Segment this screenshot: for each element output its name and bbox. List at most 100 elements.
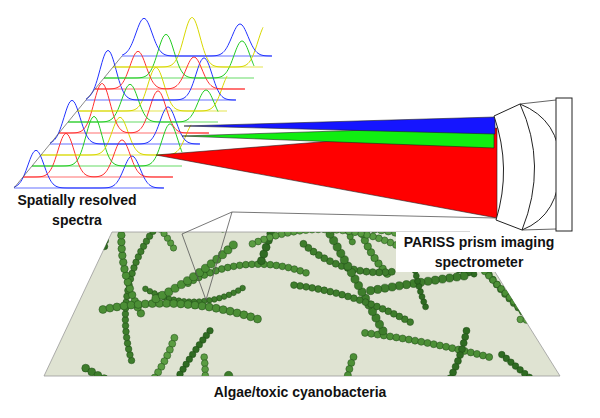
cell-bead <box>426 406 433 413</box>
cell-bead <box>529 317 536 324</box>
cell-bead <box>36 250 44 258</box>
cell-bead <box>242 261 249 268</box>
cell-bead <box>100 375 108 383</box>
cell-bead <box>565 323 572 330</box>
cell-bead <box>333 202 339 208</box>
cell-bead <box>128 178 136 186</box>
sample-label: Algae/toxic cyanobacteria <box>150 382 450 402</box>
cell-bead <box>578 414 585 418</box>
cell-bead <box>143 134 150 141</box>
cell-bead <box>158 407 165 414</box>
cell-bead <box>224 371 232 379</box>
cell-bead <box>120 258 128 266</box>
cell-bead <box>362 329 369 336</box>
cell-bead <box>535 382 542 389</box>
light-wedges <box>156 117 497 218</box>
cell-bead <box>304 192 312 200</box>
cell-bead <box>199 403 206 410</box>
cell-bead <box>119 383 127 391</box>
cell-bead <box>127 352 134 359</box>
cell-bead <box>431 276 439 284</box>
cell-bead <box>357 267 364 274</box>
cell-bead <box>41 272 49 280</box>
cell-bead <box>122 322 129 329</box>
cell-bead <box>315 211 323 219</box>
cell-bead <box>191 301 199 309</box>
cell-bead <box>102 237 109 244</box>
cell-bead <box>226 307 234 315</box>
cell-bead <box>552 280 560 288</box>
cell-bead <box>113 303 121 311</box>
cell-bead <box>471 271 477 277</box>
cell-bead <box>271 216 279 224</box>
cell-bead <box>202 366 209 373</box>
cell-bead <box>519 308 526 315</box>
cell-bead <box>157 219 164 226</box>
cell-bead <box>532 195 540 203</box>
cell-bead <box>467 349 474 356</box>
cell-bead <box>122 272 130 280</box>
cell-bead <box>120 302 128 310</box>
spectrum-curve <box>95 51 245 89</box>
cell-bead <box>113 381 121 389</box>
cell-bead <box>37 258 45 266</box>
lens-arc <box>520 104 560 230</box>
housing-line <box>520 100 556 104</box>
cell-bead <box>249 261 256 268</box>
cell-bead <box>161 214 168 221</box>
cell-bead <box>327 288 334 295</box>
cell-bead <box>224 264 231 271</box>
cell-bead <box>279 263 286 270</box>
cell-bead <box>279 116 285 122</box>
cell-bead <box>322 224 330 232</box>
cell-bead <box>381 284 389 292</box>
cell-bead <box>211 297 217 303</box>
cell-bead <box>122 317 129 324</box>
spectrometer-symbol <box>494 98 572 231</box>
cell-bead <box>376 269 383 276</box>
detector-plate <box>556 98 572 231</box>
cell-bead <box>140 389 147 396</box>
cell-bead <box>554 396 561 403</box>
cell-bead <box>529 317 536 324</box>
cell-bead <box>176 195 182 201</box>
cell-bead <box>462 333 469 340</box>
cell-bead <box>588 329 595 336</box>
cell-bead <box>460 272 468 280</box>
cell-bead <box>199 210 205 216</box>
cell-bead <box>577 326 584 333</box>
cell-bead <box>198 409 205 416</box>
cell-bead <box>510 298 517 305</box>
view-line <box>232 212 496 218</box>
cell-bead <box>412 337 419 344</box>
cell-bead <box>594 331 600 338</box>
cell-bead <box>123 334 130 341</box>
view-line <box>182 234 206 300</box>
cell-bead <box>333 290 340 297</box>
cell-bead <box>413 273 419 279</box>
cell-bead <box>47 146 55 154</box>
cell-bead <box>184 301 192 309</box>
cell-bead <box>254 315 262 323</box>
cell-bead <box>393 220 399 226</box>
cell-bead <box>219 306 227 314</box>
cell-bead <box>34 243 42 251</box>
cell-bead <box>559 400 566 407</box>
cell-bead <box>368 330 375 337</box>
cell-bead <box>371 225 379 233</box>
cell-bead <box>418 338 425 345</box>
cell-bead <box>352 197 359 204</box>
cell-bead <box>216 223 222 229</box>
cell-bead <box>390 216 396 222</box>
cell-bead <box>396 224 402 230</box>
cell-bead <box>538 209 546 217</box>
cell-bead <box>161 230 167 236</box>
cell-bead <box>364 225 372 233</box>
cell-bead <box>463 327 470 334</box>
cell-bead <box>167 189 173 195</box>
spectrum-curve <box>86 51 236 100</box>
view-line <box>206 212 232 300</box>
cell-bead <box>352 204 359 211</box>
cell-bead <box>430 341 437 348</box>
spectrometer-label: PARISS prism imaging spectrometer <box>396 232 562 272</box>
